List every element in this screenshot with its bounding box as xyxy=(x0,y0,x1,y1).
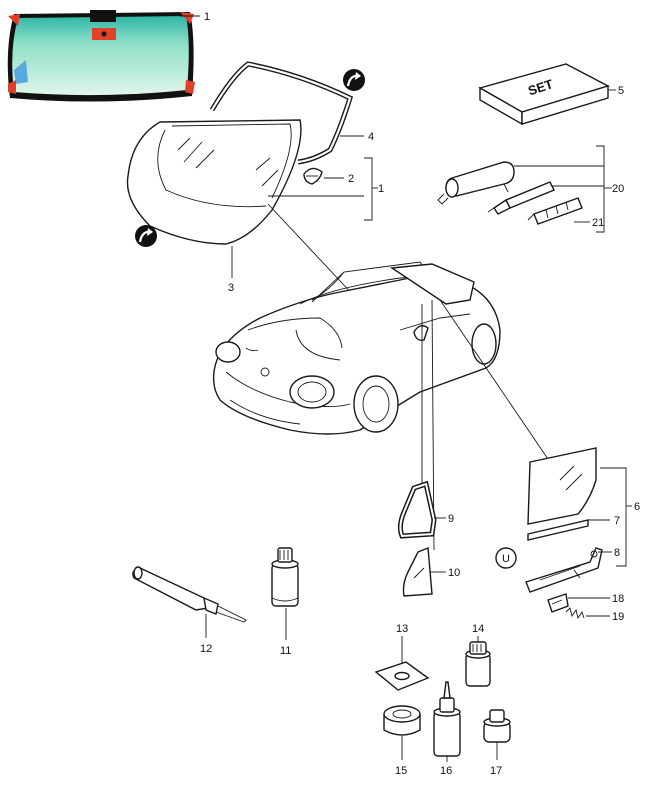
callout-14: 14 xyxy=(472,623,484,635)
applicator-nozzle xyxy=(487,181,555,215)
set-box: SET xyxy=(478,63,610,126)
callout-1b: 1 xyxy=(378,183,384,195)
cleaner-can xyxy=(271,547,299,607)
spring-part xyxy=(565,607,585,620)
windshield-drawing xyxy=(126,119,302,245)
callout-17: 17 xyxy=(490,765,502,777)
windshield-seal xyxy=(209,61,354,165)
callout-7: 7 xyxy=(614,515,620,527)
adhesive-pad xyxy=(374,661,430,691)
callout-19: 19 xyxy=(612,611,624,623)
clip-part xyxy=(303,167,323,185)
direction-arrow-icon xyxy=(135,225,157,247)
callout-11: 11 xyxy=(280,645,291,657)
callout-12: 12 xyxy=(200,643,212,655)
vent-window-glass xyxy=(402,546,433,597)
adhesive-cartridge xyxy=(437,161,515,205)
sticker-icon xyxy=(14,60,28,84)
callout-6: 6 xyxy=(634,501,640,513)
sealant-tube xyxy=(132,566,247,623)
callout-9: 9 xyxy=(448,513,454,525)
callout-13: 13 xyxy=(396,623,408,635)
small-jar xyxy=(483,709,511,743)
window-strip xyxy=(527,519,589,541)
bracket-part xyxy=(547,593,569,613)
callout-4: 4 xyxy=(368,131,374,143)
windshield-photo xyxy=(7,10,195,102)
car-convertible-drawing xyxy=(212,261,501,435)
callout-8: 8 xyxy=(614,547,620,559)
callout-16: 16 xyxy=(440,765,452,777)
primer-bottle xyxy=(465,641,491,687)
window-regulator-rail xyxy=(525,547,603,593)
tape-roll xyxy=(383,705,421,736)
svg-text:U: U xyxy=(502,553,510,565)
cutting-wire-tool xyxy=(527,197,583,225)
u-marker: U xyxy=(495,547,517,569)
callout-2: 2 xyxy=(348,173,354,185)
callout-3: 3 xyxy=(228,282,234,294)
callout-21: 21 xyxy=(592,217,604,229)
activator-bottle xyxy=(433,681,461,757)
callout-20: 20 xyxy=(612,183,624,195)
set-box-label: SET xyxy=(526,76,555,98)
callout-18: 18 xyxy=(612,593,624,605)
side-window-glass xyxy=(527,447,597,525)
vent-window-seal xyxy=(397,480,437,539)
callout-15: 15 xyxy=(395,765,407,777)
callout-1: 1 xyxy=(204,11,210,23)
callout-5: 5 xyxy=(618,85,624,97)
callout-10: 10 xyxy=(448,567,460,579)
direction-arrow-icon xyxy=(343,69,365,91)
